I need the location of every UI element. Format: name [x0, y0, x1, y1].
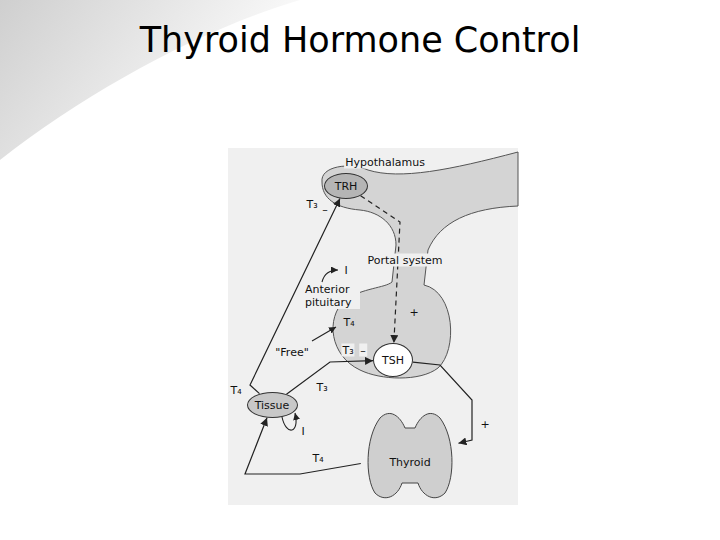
connector-label: +	[479, 418, 490, 431]
connector-label: T₃	[341, 344, 354, 357]
figure-label: Portal system	[367, 254, 444, 267]
hormone-oval: TRH	[324, 173, 368, 199]
hypothalamus-pituitary-outline	[322, 152, 518, 378]
hormone-connector	[286, 361, 373, 395]
figure-ground	[228, 148, 518, 505]
free-hormone-arrow	[312, 327, 336, 341]
connector-label: T₄	[311, 452, 324, 465]
figure-label: "Free"	[274, 346, 309, 359]
slide-title: Thyroid Hormone Control	[0, 18, 720, 62]
figure-label: T₃	[315, 381, 328, 394]
figure-label: T₃	[305, 198, 318, 211]
connector-label: +	[408, 306, 419, 319]
hormone-circle: TSH	[373, 343, 413, 377]
figure-label: T₄	[342, 316, 355, 329]
figure-label: –	[359, 344, 367, 357]
tissue-oval: Tissue	[247, 392, 298, 418]
hormone-connector	[245, 418, 361, 474]
node-label: Thyroid	[389, 456, 430, 469]
hormone-connector	[361, 196, 400, 343]
node-label: Tissue	[255, 399, 290, 412]
inhibition-arrow	[322, 270, 338, 282]
thyroid-outline	[360, 408, 460, 503]
figure-label: Hypothalamus	[344, 156, 426, 169]
figure-label: I	[300, 425, 305, 438]
thyroid-gland: Thyroid	[360, 408, 460, 503]
figure-label: Anterior pituitary	[304, 283, 360, 309]
node-label: TRH	[335, 180, 358, 193]
figure-label: –	[321, 203, 329, 216]
node-label: TSH	[382, 354, 404, 367]
connector-label: T₄	[229, 384, 242, 397]
figure-label: I	[343, 264, 348, 277]
thyroid-shape	[368, 413, 452, 497]
